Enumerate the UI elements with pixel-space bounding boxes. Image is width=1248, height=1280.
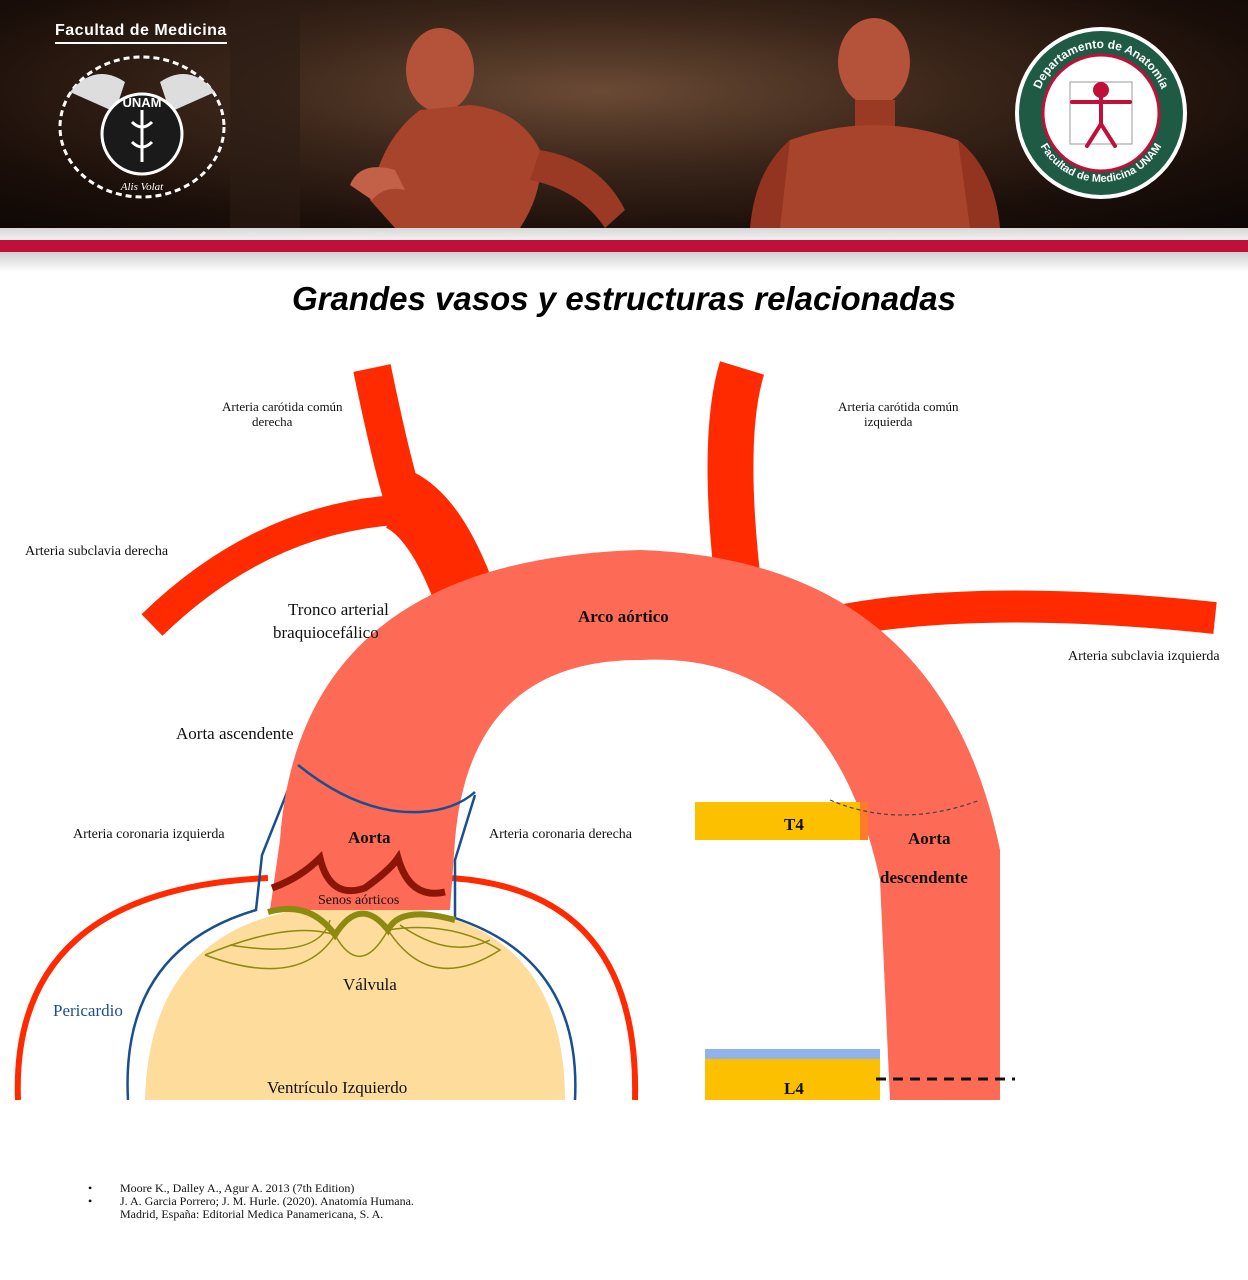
- running-figure: [350, 28, 625, 228]
- left-carotid-artery: [707, 361, 765, 603]
- header-banner: Facultad de Medicina UNAM Alis Volat Dep…: [0, 0, 1248, 272]
- label-subclavian-right: Arteria subclavia derecha: [25, 544, 169, 559]
- pericardium-blue-line: [126, 764, 577, 1101]
- right-subclavian-artery: [141, 495, 397, 636]
- label-coronary-right: Arteria coronaria derecha: [489, 827, 633, 842]
- valve-leaflets: [204, 919, 502, 970]
- reference-bullet: •: [88, 1181, 93, 1195]
- faculty-label: Facultad de Medicina: [55, 22, 227, 44]
- label-brachiocephalic-line2: braquiocefálico: [273, 623, 379, 642]
- l4-disc: [705, 1049, 880, 1059]
- reference-bullet: •: [88, 1194, 93, 1208]
- l4-vertebra: [705, 1059, 880, 1100]
- unam-seal-logo: UNAM Alis Volat: [58, 55, 226, 199]
- label-aortic-sinuses: Senos aórticos: [318, 893, 400, 908]
- label-carotid-left-line2: izquierda: [864, 414, 913, 429]
- standing-figure: [750, 18, 1000, 228]
- valve-cusps-line: [267, 906, 456, 941]
- unam-seal-text: UNAM: [123, 95, 162, 110]
- reference-item: • Moore K., Dalley A., Agur A. 2013 (7th…: [88, 1182, 414, 1195]
- left-ventricle-shape: [145, 905, 565, 1100]
- page-title: Grandes vasos y estructuras relacionadas: [292, 280, 956, 317]
- anatomy-figures-image: [230, 0, 1000, 228]
- label-ascending-aorta: Aorta ascendente: [176, 724, 294, 743]
- aorta-arch-shape: [270, 550, 1000, 1100]
- label-valve: Válvula: [343, 975, 397, 994]
- label-subclavian-left: Arteria subclavia izquierda: [1068, 649, 1220, 664]
- label-carotid-left-line1: Arteria carótida común: [838, 399, 959, 414]
- reference-text: Madrid, España: Editorial Medica Panamer…: [120, 1207, 384, 1221]
- banner-stripe-fade: [0, 252, 1248, 272]
- label-coronary-left: Arteria coronaria izquierda: [73, 827, 225, 842]
- banner-stripe-grey: [0, 228, 1248, 240]
- label-t4: T4: [784, 815, 804, 834]
- pericardium-outer-line: [14, 875, 639, 1101]
- reference-text: Moore K., Dalley A., Agur A. 2013 (7th E…: [120, 1181, 355, 1195]
- label-descending-line1: Aorta: [908, 829, 951, 848]
- reference-text: J. A. Garcia Porrero; J. M. Hurle. (2020…: [120, 1194, 414, 1208]
- unam-motto: Alis Volat: [120, 181, 164, 193]
- t4-vertebra-overlap: [860, 802, 868, 840]
- banner-stripe-red: [0, 240, 1248, 252]
- label-carotid-right-line2: derecha: [252, 414, 293, 429]
- department-seal-logo: Departamento de Anatomía Facultad de Med…: [1015, 27, 1187, 199]
- t4-dashed-line: [829, 799, 981, 816]
- aortic-sinuses-line: [270, 849, 446, 897]
- label-brachiocephalic-line1: Tronco arterial: [288, 600, 389, 619]
- label-l4: L4: [784, 1079, 804, 1098]
- label-descending-line2: descendente: [880, 868, 968, 887]
- reference-bullet: [88, 1208, 120, 1221]
- reference-item: Madrid, España: Editorial Medica Panamer…: [88, 1208, 414, 1221]
- label-carotid-right-line1: Arteria carótida común: [222, 399, 343, 414]
- reference-item: • J. A. Garcia Porrero; J. M. Hurle. (20…: [88, 1195, 414, 1208]
- vitruvian-man-icon: [1070, 82, 1132, 148]
- t4-vertebra: [695, 802, 867, 840]
- label-aortic-arch: Arco aórtico: [578, 607, 669, 626]
- aorta-root-line: [297, 764, 476, 814]
- references-list: • Moore K., Dalley A., Agur A. 2013 (7th…: [88, 1182, 414, 1221]
- label-pericardium: Pericardio: [53, 1001, 123, 1020]
- label-left-ventricle: Ventrículo Izquierdo: [267, 1078, 408, 1097]
- label-aorta: Aorta: [348, 828, 391, 847]
